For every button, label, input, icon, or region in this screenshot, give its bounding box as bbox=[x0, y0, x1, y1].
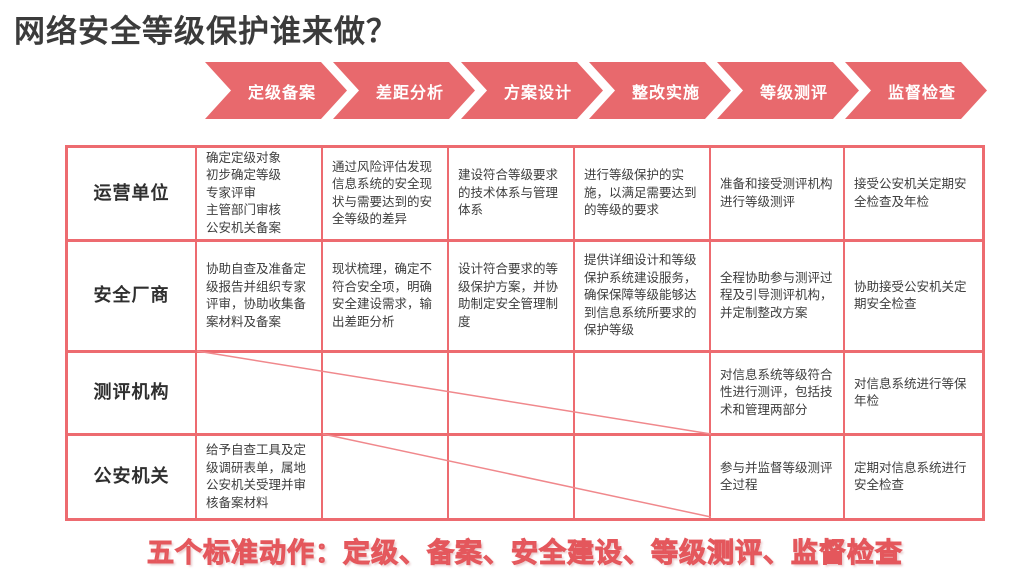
process-step-chevron-4: 整改实施 bbox=[589, 62, 731, 119]
process-step-chevron-1: 定级备案 bbox=[205, 62, 347, 119]
table-cell: 对信息系统等级符合性进行测评，包括技术和管理两部分 bbox=[711, 353, 845, 436]
process-step-chevron-3: 方案设计 bbox=[461, 62, 603, 119]
table-cell-empty bbox=[449, 436, 575, 518]
table-cell: 对信息系统进行等保年检 bbox=[845, 353, 982, 436]
page-title: 网络安全等级保护谁来做？ bbox=[14, 14, 398, 49]
table-cell-empty bbox=[323, 436, 449, 518]
table-cell: 参与并监督等级测评全过程 bbox=[711, 436, 845, 518]
table-cell-empty bbox=[323, 353, 449, 436]
row-label-evaluation-agency: 测评机构 bbox=[68, 353, 197, 436]
table-cell-empty bbox=[197, 353, 323, 436]
table-cell: 接受公安机关定期安全检查及年检 bbox=[845, 148, 982, 242]
row-label-public-security: 公安机关 bbox=[68, 436, 197, 518]
table-cell-empty bbox=[449, 353, 575, 436]
table-cell: 确定定级对象 初步确定等级 专家评审 主管部门审核 公安机关备案 bbox=[197, 148, 323, 242]
table-cell: 全程协助参与测评过程及引导测评机构，并定制整改方案 bbox=[711, 242, 845, 353]
table-cell: 进行等级保护的实施，以满足需要达到的等级的要求 bbox=[575, 148, 711, 242]
table-cell: 给予自查工具及定级调研表单，属地公安机关受理并审核备案材料 bbox=[197, 436, 323, 518]
table-cell: 协助接受公安机关定期安全检查 bbox=[845, 242, 982, 353]
table-cell-empty bbox=[575, 436, 711, 518]
responsibility-table: 运营单位 确定定级对象 初步确定等级 专家评审 主管部门审核 公安机关备案 通过… bbox=[65, 145, 985, 521]
table-cell: 定期对信息系统进行安全检查 bbox=[854, 460, 967, 493]
process-step-chevron-6: 监督检查 bbox=[845, 62, 987, 119]
table-cell: 设计符合要求的等级保护方案，并协助制定安全管理制度 bbox=[449, 242, 575, 353]
footer-caption: 五个标准动作：定级、备案、安全建设、等级测评、监督检查 bbox=[147, 538, 903, 569]
table-cell-empty bbox=[575, 353, 711, 436]
process-flow: 定级备案 差距分析 方案设计 整改实施 等级测评 监督检查 bbox=[205, 62, 987, 119]
table-cell: 提供详细设计和等级保护系统建设服务，确保保障等级能够达到信息系统所要求的保护等级 bbox=[575, 242, 711, 353]
table-cell: 建设符合等级要求的技术体系与管理体系 bbox=[449, 148, 575, 242]
row-label-operating-unit: 运营单位 bbox=[68, 148, 197, 242]
table-cell: 准备和接受测评机构进行等级测评 bbox=[711, 148, 845, 242]
row-label-security-vendor: 安全厂商 bbox=[68, 242, 197, 353]
process-step-chevron-5: 等级测评 bbox=[717, 62, 859, 119]
process-step-chevron-2: 差距分析 bbox=[333, 62, 475, 119]
table-cell: 通过风险评估发现信息系统的安全现状与需要达到的安全等级的差异 bbox=[323, 148, 449, 242]
table-cell: 现状梳理，确定不符合安全项，明确安全建设需求，输出差距分析 bbox=[323, 242, 449, 353]
table-cell: 协助自查及准备定级报告并组织专家评审，协助收集备案材料及备案 bbox=[197, 242, 323, 353]
